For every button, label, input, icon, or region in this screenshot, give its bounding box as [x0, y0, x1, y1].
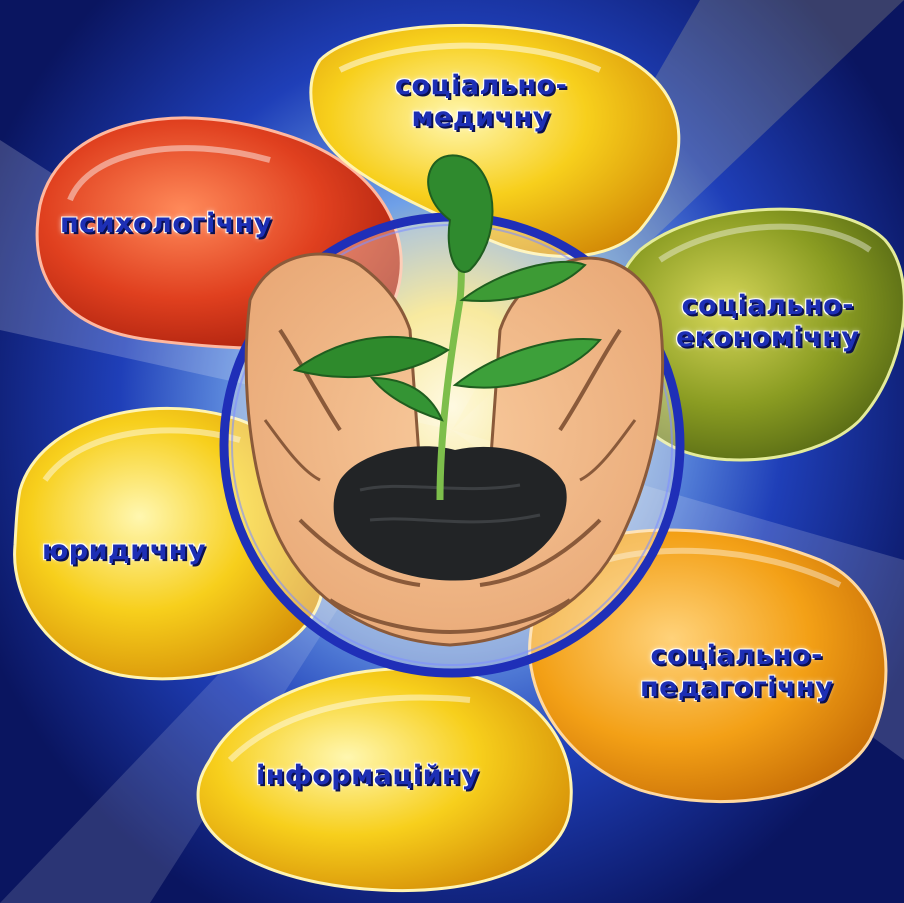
label-legal: юридичну — [42, 535, 206, 567]
label-pedagogical: соціально- педагогічну — [640, 640, 833, 704]
label-psychological: психологічну — [60, 208, 272, 240]
label-economic: соціально- економічну — [676, 290, 860, 354]
label-medical: соціально- медичну — [395, 70, 567, 134]
label-informational: інформаційну — [256, 760, 479, 792]
